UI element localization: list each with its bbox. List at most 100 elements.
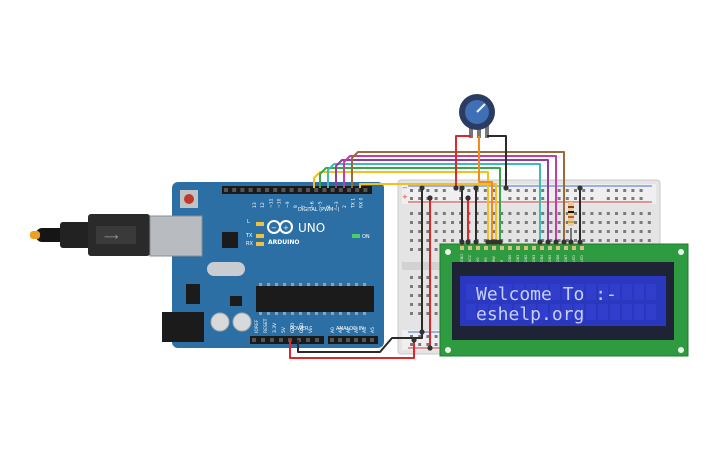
lcd-pin[interactable] <box>468 246 472 250</box>
breadboard-hole[interactable] <box>434 248 438 251</box>
breadboard-hole[interactable] <box>631 221 635 224</box>
breadboard-hole[interactable] <box>410 212 413 215</box>
lcd-pin[interactable] <box>500 246 504 250</box>
breadboard-hole[interactable] <box>426 212 430 215</box>
breadboard-hole[interactable] <box>574 230 577 233</box>
breadboard-hole[interactable] <box>574 239 577 242</box>
lcd-pin[interactable] <box>572 246 576 250</box>
breadboard-hole[interactable] <box>483 212 487 215</box>
breadboard-hole[interactable] <box>442 239 446 242</box>
rail-hole[interactable] <box>459 197 463 200</box>
breadboard-hole[interactable] <box>434 230 438 233</box>
breadboard-hole[interactable] <box>418 294 422 297</box>
reset-button[interactable] <box>184 194 194 204</box>
header-pin[interactable] <box>297 188 302 192</box>
rail-hole[interactable] <box>467 189 471 192</box>
rail-hole[interactable] <box>565 189 569 192</box>
rail-hole[interactable] <box>434 189 438 192</box>
rail-hole[interactable] <box>410 343 413 346</box>
wire-endpoint[interactable] <box>453 185 459 191</box>
breadboard-hole[interactable] <box>623 212 627 215</box>
breadboard-hole[interactable] <box>459 212 463 215</box>
wire-endpoint[interactable] <box>427 345 433 351</box>
breadboard-hole[interactable] <box>631 230 635 233</box>
rail-hole[interactable] <box>418 189 422 192</box>
wire-endpoint[interactable] <box>577 239 583 245</box>
breadboard-hole[interactable] <box>410 294 413 297</box>
rail-hole[interactable] <box>631 197 635 200</box>
header-pin[interactable] <box>252 338 256 342</box>
breadboard-hole[interactable] <box>418 212 422 215</box>
breadboard-hole[interactable] <box>557 221 561 224</box>
lcd-pin[interactable] <box>556 246 560 250</box>
header-pin[interactable] <box>306 188 310 192</box>
rail-hole[interactable] <box>516 197 520 200</box>
breadboard-hole[interactable] <box>647 212 651 215</box>
rail-hole[interactable] <box>606 189 610 192</box>
breadboard-hole[interactable] <box>434 285 438 288</box>
rail-hole[interactable] <box>533 197 536 200</box>
rail-hole[interactable] <box>565 197 569 200</box>
lcd-pin[interactable] <box>484 246 488 250</box>
rail-hole[interactable] <box>590 197 594 200</box>
breadboard-hole[interactable] <box>639 212 643 215</box>
header-pin[interactable] <box>240 188 245 192</box>
breadboard-hole[interactable] <box>451 230 454 233</box>
rail-hole[interactable] <box>410 189 413 192</box>
breadboard-hole[interactable] <box>623 221 627 224</box>
rail-hole[interactable] <box>483 189 487 192</box>
wire-endpoint[interactable] <box>503 185 509 191</box>
breadboard-hole[interactable] <box>631 239 635 242</box>
breadboard-hole[interactable] <box>418 239 422 242</box>
lcd-pin[interactable] <box>580 246 584 250</box>
header-pin[interactable] <box>347 188 351 192</box>
rail-hole[interactable] <box>639 197 643 200</box>
breadboard-hole[interactable] <box>516 221 520 224</box>
breadboard-hole[interactable] <box>639 230 643 233</box>
breadboard-hole[interactable] <box>623 230 627 233</box>
breadboard-hole[interactable] <box>500 230 504 233</box>
breadboard-hole[interactable] <box>426 221 430 224</box>
rail-hole[interactable] <box>418 335 422 338</box>
rail-hole[interactable] <box>426 343 430 346</box>
header-pin[interactable] <box>224 188 228 192</box>
breadboard-hole[interactable] <box>418 248 422 251</box>
breadboard-hole[interactable] <box>442 221 446 224</box>
breadboard-hole[interactable] <box>606 230 610 233</box>
breadboard-hole[interactable] <box>606 212 610 215</box>
rail-hole[interactable] <box>418 343 422 346</box>
rail-hole[interactable] <box>623 197 627 200</box>
breadboard-hole[interactable] <box>418 303 422 306</box>
rail-hole[interactable] <box>582 197 586 200</box>
breadboard-hole[interactable] <box>434 239 438 242</box>
header-pin[interactable] <box>270 338 274 342</box>
rail-hole[interactable] <box>508 197 512 200</box>
breadboard-hole[interactable] <box>451 212 454 215</box>
breadboard-hole[interactable] <box>434 294 438 297</box>
rail-hole[interactable] <box>541 189 545 192</box>
breadboard-hole[interactable] <box>590 239 594 242</box>
breadboard-hole[interactable] <box>459 221 463 224</box>
breadboard-hole[interactable] <box>434 212 438 215</box>
wire-endpoint[interactable] <box>473 185 479 191</box>
breadboard-hole[interactable] <box>410 248 413 251</box>
breadboard-hole[interactable] <box>483 230 487 233</box>
header-pin[interactable] <box>338 188 343 192</box>
wire-endpoint[interactable] <box>419 185 425 191</box>
wire-endpoint[interactable] <box>459 239 465 245</box>
breadboard-hole[interactable] <box>541 230 545 233</box>
rail-hole[interactable] <box>492 189 495 192</box>
rail-hole[interactable] <box>639 189 643 192</box>
rail-hole[interactable] <box>516 189 520 192</box>
wire-endpoint[interactable] <box>473 239 479 245</box>
breadboard-hole[interactable] <box>483 221 487 224</box>
breadboard-hole[interactable] <box>451 221 454 224</box>
lcd-pin[interactable] <box>516 246 520 250</box>
breadboard-hole[interactable] <box>434 276 438 279</box>
potentiometer[interactable] <box>459 94 495 138</box>
header-pin[interactable] <box>370 338 374 342</box>
rail-hole[interactable] <box>426 189 430 192</box>
wire-endpoint[interactable] <box>493 239 499 245</box>
breadboard-hole[interactable] <box>475 212 479 215</box>
